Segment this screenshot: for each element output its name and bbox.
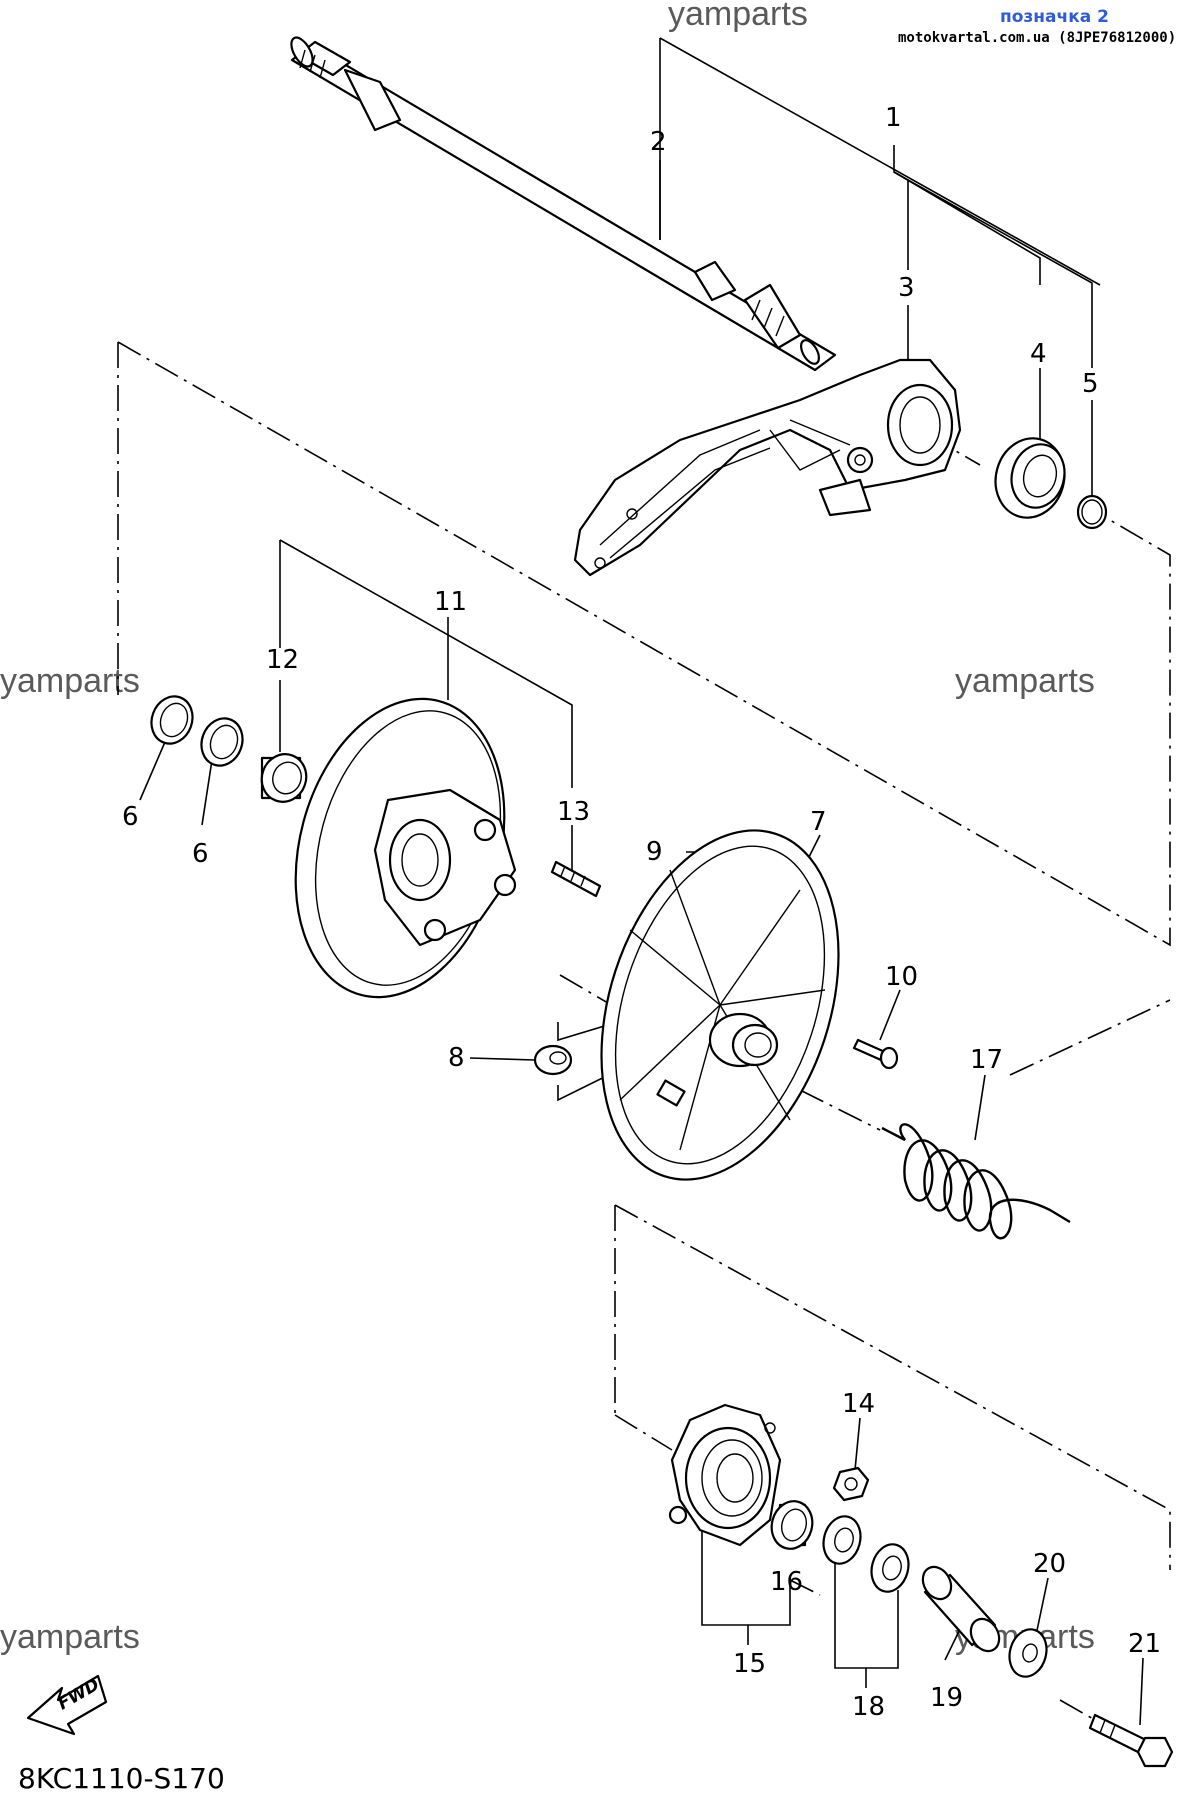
callout-20: 20 xyxy=(1033,1549,1066,1579)
washer-part-6b xyxy=(200,717,244,767)
callout-2: 2 xyxy=(650,127,667,157)
roller-part-8 xyxy=(533,1044,573,1076)
cam-housing-part-15 xyxy=(668,1403,782,1547)
washer-part-6a xyxy=(150,695,194,745)
callout-12: 12 xyxy=(266,645,299,675)
fixed-sheave-part-11 xyxy=(294,697,517,999)
bushing-part-16 xyxy=(770,1500,814,1550)
collar-part-19 xyxy=(921,1565,1001,1653)
diagram-code: 8KC1110-S170 xyxy=(18,1762,225,1795)
bolt-part-10 xyxy=(852,1038,899,1070)
callout-15: 15 xyxy=(733,1649,766,1679)
spring-part-17 xyxy=(881,1123,1071,1240)
callout-6b: 6 xyxy=(192,839,209,869)
washer-part-18b xyxy=(870,1543,910,1593)
callout-9: 9 xyxy=(646,837,663,867)
callout-6a: 6 xyxy=(122,802,139,832)
callout-13: 13 xyxy=(557,797,590,827)
callout-3: 3 xyxy=(898,273,915,303)
assembly-lines xyxy=(117,341,1171,1721)
callout-16: 16 xyxy=(770,1567,803,1597)
arm-bracket xyxy=(573,358,962,577)
bolt-part-21 xyxy=(1088,1713,1174,1768)
callout-5: 5 xyxy=(1082,369,1099,399)
header-site: motokvartal.com.ua (8JPE76812000) xyxy=(898,30,1176,46)
callout-8: 8 xyxy=(448,1043,465,1073)
callout-19: 19 xyxy=(930,1683,963,1713)
callout-1: 1 xyxy=(885,103,902,133)
circlip-part-5 xyxy=(1076,494,1108,530)
callout-14: 14 xyxy=(842,1389,875,1419)
callout-7: 7 xyxy=(810,807,827,837)
watermark: yamparts xyxy=(0,1618,140,1656)
callout-21: 21 xyxy=(1128,1629,1161,1659)
watermark: yamparts xyxy=(668,0,808,33)
callout-labels: 1 2 3 4 5 6 6 7 8 9 10 11 12 13 14 15 16… xyxy=(122,103,1161,1722)
callout-4: 4 xyxy=(1030,339,1047,369)
drive-shaft xyxy=(290,36,837,372)
header-tag: позначка 2 xyxy=(1000,7,1109,27)
callout-10: 10 xyxy=(885,962,918,992)
bushing-part-12 xyxy=(260,753,308,803)
watermark: yamparts xyxy=(955,662,1095,700)
callout-11: 11 xyxy=(434,587,467,617)
nut-part-14 xyxy=(832,1466,870,1502)
movable-sheave-part-7 xyxy=(600,829,840,1181)
bearing-part-4 xyxy=(994,437,1066,519)
stud-part-13 xyxy=(550,860,602,898)
leader-lines xyxy=(139,37,1144,1726)
washer-part-18a xyxy=(822,1515,862,1565)
fwd-arrow-icon: FWD xyxy=(26,1675,108,1736)
washer-part-20 xyxy=(1008,1628,1048,1678)
callout-17: 17 xyxy=(970,1045,1003,1075)
watermark: yamparts xyxy=(0,662,140,700)
callout-18: 18 xyxy=(852,1692,885,1722)
